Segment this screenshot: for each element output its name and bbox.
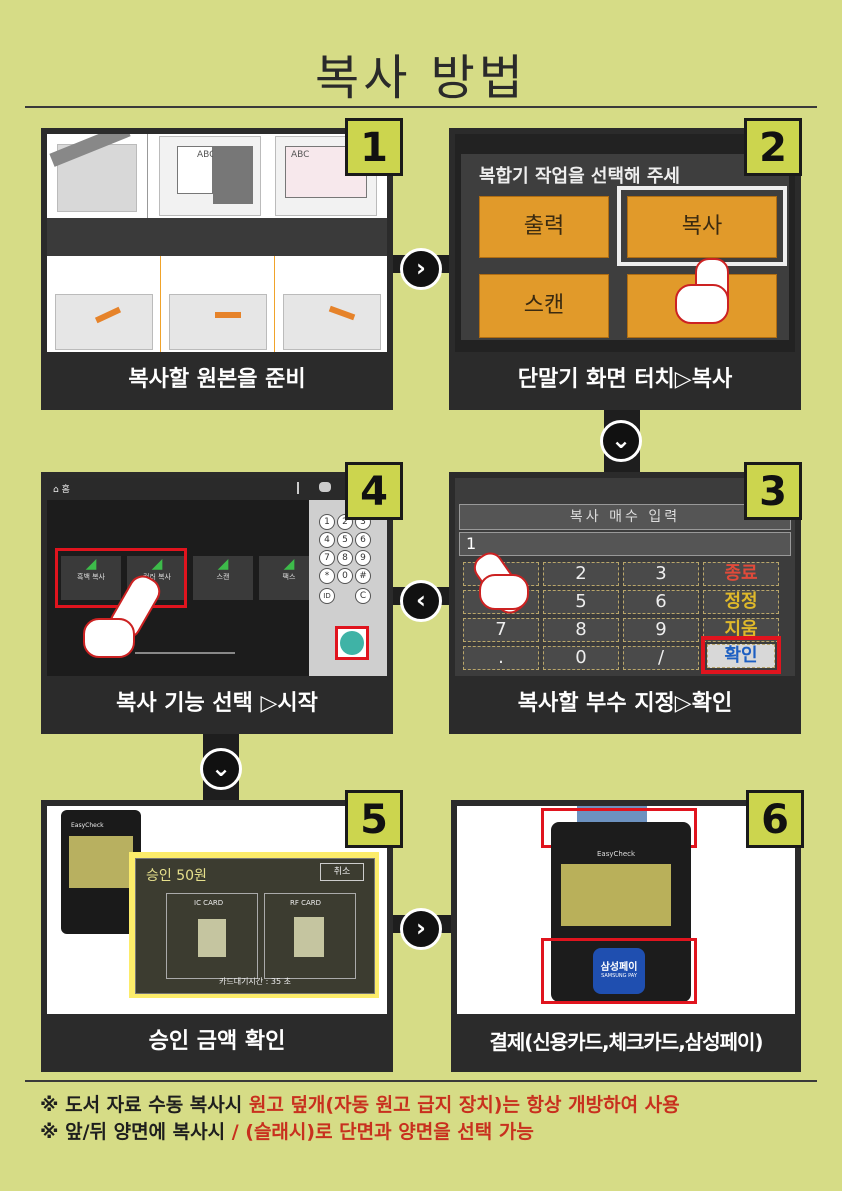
step-4-badge: 4: [345, 462, 403, 520]
step-2-caption: 단말기 화면 터치▷복사: [517, 367, 733, 392]
page-title: 복사 방법: [315, 50, 527, 106]
step-1-panel: ABC ABC 복사할 원본을 준비: [41, 128, 393, 410]
step-1-image: ABC ABC: [47, 134, 387, 352]
step-6-badge: 6: [746, 790, 804, 848]
highlight-frame: [541, 938, 697, 1004]
step-5-caption: 승인 금액 확인: [148, 1029, 286, 1054]
step-5-panel: EasyCheck 승인 50원 취소 IC CARD RF CARD 카드대기…: [41, 800, 393, 1072]
step-6-caption: 결제(신용카드,체크카드,삼성페이): [489, 1030, 763, 1054]
chevron-right-icon: ›: [400, 908, 442, 950]
keypad-panel: 1 2 3 4 5 6 7 8 9 * 0 # ID C: [309, 500, 387, 676]
step-2-image: 복합기 작업을 선택해 주세 출력 복사 스캔: [455, 134, 795, 352]
step-3-caption: 복사할 부수 지정▷확인: [517, 691, 733, 716]
step-3-image: 복사 매수 입력 1 1 2 3 종료 4 5 6 정정 7 8 9 지움 . …: [455, 478, 795, 676]
chevron-down-icon: ⌄: [200, 748, 242, 790]
step-4-image: ⌂ 홈 ◢흑백 복사 ◢컬러 복사 ◢스캔 ◢팩스 1 2 3 4 5 6 7 …: [47, 478, 387, 676]
step-3-panel: 복사 매수 입력 1 1 2 3 종료 4 5 6 정정 7 8 9 지움 . …: [449, 472, 801, 734]
step-3-badge: 3: [744, 462, 802, 520]
step-2-panel: 복합기 작업을 선택해 주세 출력 복사 스캔 단말기 화면 터치▷복사: [449, 128, 801, 410]
step-6-panel: EasyCheck 삼성페이 SAMSUNG PAY 결제(신용카드,체크카드,…: [451, 800, 801, 1072]
start-button-icon: [340, 631, 364, 655]
step-4-caption: 복사 기능 선택 ▷시작: [116, 691, 318, 716]
chevron-down-icon: ⌄: [600, 420, 642, 462]
step-2-badge: 2: [744, 118, 802, 176]
title-divider: [25, 106, 817, 108]
chevron-left-icon: ‹: [400, 580, 442, 622]
step-1-caption: 복사할 원본을 준비: [128, 367, 306, 392]
step-4-panel: ⌂ 홈 ◢흑백 복사 ◢컬러 복사 ◢스캔 ◢팩스 1 2 3 4 5 6 7 …: [41, 472, 393, 734]
step-1-badge: 1: [345, 118, 403, 176]
chevron-right-icon: ›: [400, 248, 442, 290]
step-5-image: EasyCheck 승인 50원 취소 IC CARD RF CARD 카드대기…: [47, 806, 387, 1014]
step-5-badge: 5: [345, 790, 403, 848]
hand-pointer-icon: [479, 574, 529, 610]
highlight-frame: [701, 636, 781, 674]
step-6-image: EasyCheck 삼성페이 SAMSUNG PAY: [457, 806, 795, 1014]
cancel-button[interactable]: 취소: [320, 863, 364, 881]
samsung-pay-logo: 삼성페이 SAMSUNG PAY: [593, 948, 645, 994]
note-2: ※ 앞/뒤 양면에 복사시 / (슬래시)로 단면과 양면을 선택 가능: [40, 1121, 534, 1143]
home-icon: ⌂ 홈: [53, 485, 70, 495]
hand-pointer-icon: [675, 284, 729, 324]
note-1: ※ 도서 자료 수동 복사시 원고 덮개(자동 원고 급지 장치)는 항상 개방…: [40, 1094, 680, 1116]
hand-pointer-icon: [83, 618, 135, 658]
notes-divider: [25, 1080, 817, 1082]
